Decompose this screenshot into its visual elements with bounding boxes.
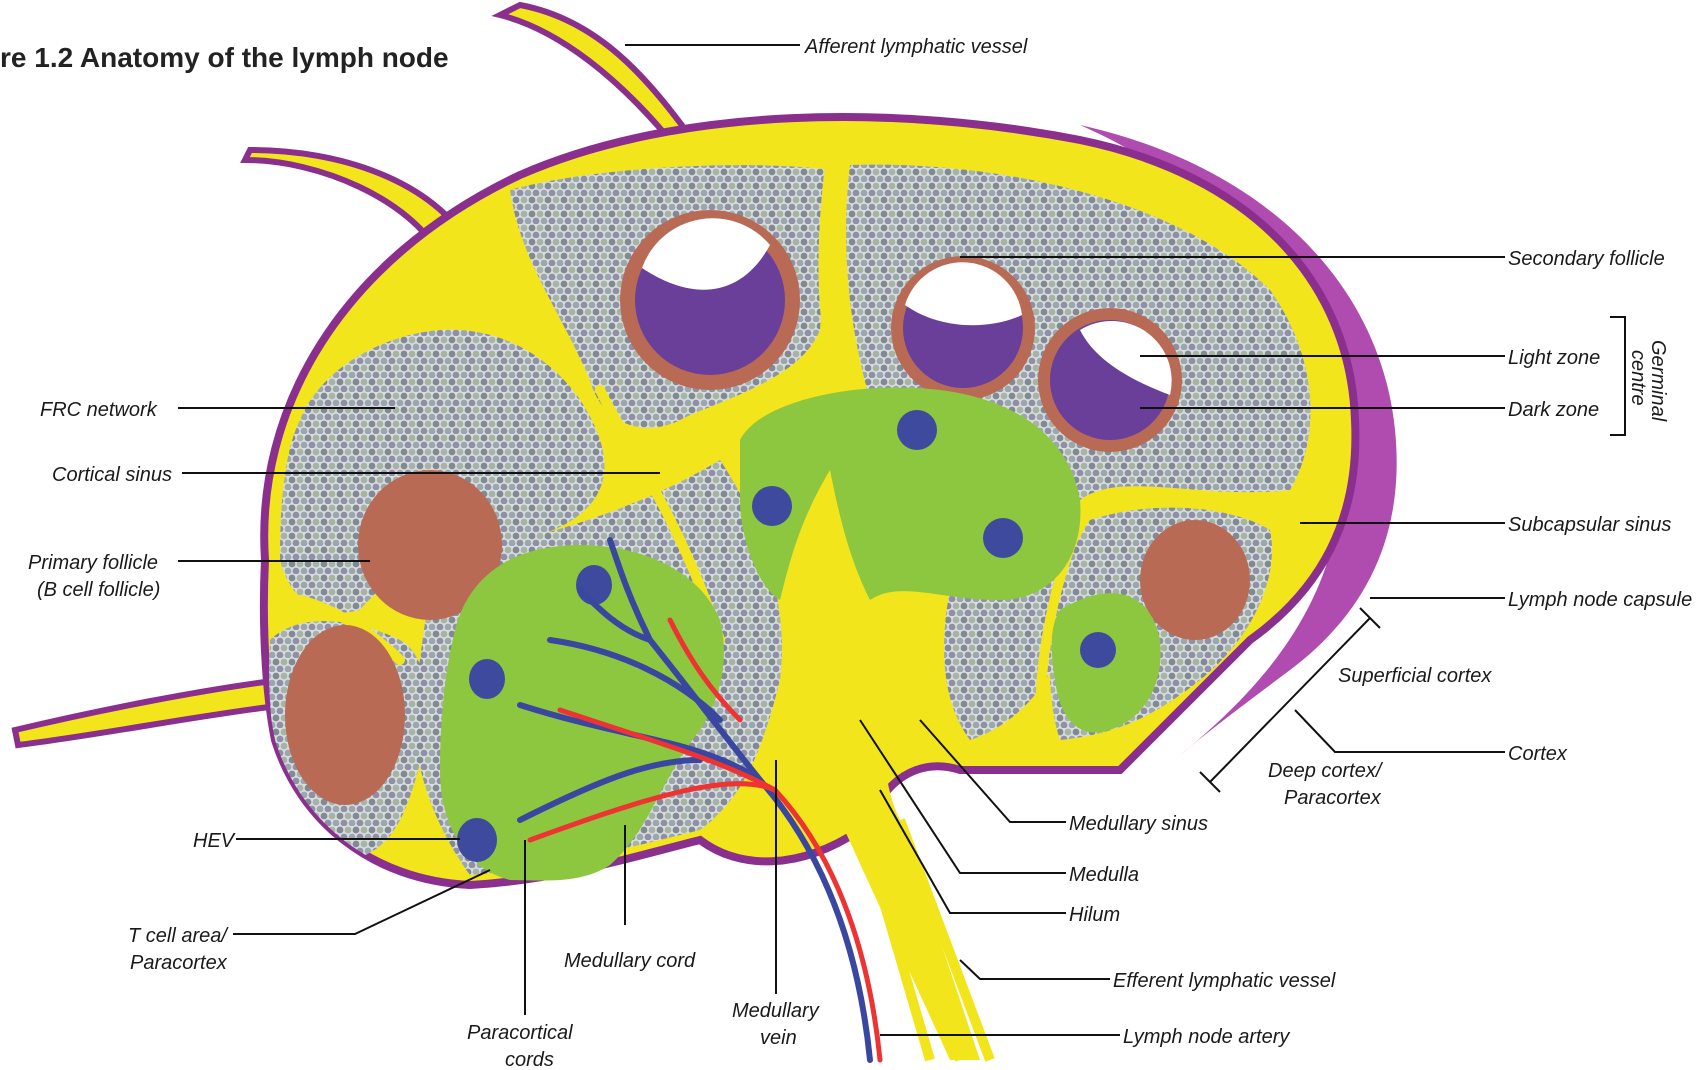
label-superficial-cortex: Superficial cortex [1338, 665, 1492, 687]
secondary-follicle-3 [1038, 308, 1182, 452]
label-subcapsular-sinus: Subcapsular sinus [1508, 514, 1671, 536]
label-secondary-follicle: Secondary follicle [1508, 248, 1665, 270]
primary-follicle-lower [285, 625, 405, 805]
label-efferent: Efferent lymphatic vessel [1113, 970, 1336, 992]
label-tcell-line2: Paracortex [130, 952, 228, 974]
primary-follicle-right [1140, 520, 1250, 640]
label-medulla: Medulla [1069, 864, 1139, 886]
label-germinal-line1: Germinal [1647, 340, 1669, 422]
label-hilum: Hilum [1069, 904, 1120, 926]
label-light-zone: Light zone [1508, 347, 1600, 369]
label-germinal-line2: centre [1627, 350, 1649, 406]
label-medullary-vein-line1: Medullary [732, 1000, 820, 1022]
label-artery: Lymph node artery [1123, 1026, 1290, 1048]
label-dark-zone: Dark zone [1508, 399, 1599, 421]
label-cortex: Cortex [1508, 743, 1568, 765]
label-deep-cortex-line2: Paracortex [1284, 787, 1382, 809]
label-afferent: Afferent lymphatic vessel [804, 36, 1028, 58]
label-paracortical-line2: cords [505, 1049, 554, 1070]
label-deep-cortex-line1: Deep cortex/ [1268, 760, 1384, 782]
label-primary-follicle-line2: (B cell follicle) [37, 579, 160, 601]
label-tcell-line1: T cell area/ [128, 925, 229, 947]
label-medullary-cord: Medullary cord [564, 950, 696, 972]
figure-title: re 1.2 Anatomy of the lymph node [0, 42, 449, 73]
label-cortical-sinus: Cortical sinus [52, 464, 172, 486]
label-medullary-vein-line2: vein [760, 1027, 797, 1049]
label-capsule: Lymph node capsule [1508, 589, 1692, 611]
secondary-follicle-1 [620, 210, 800, 390]
label-paracortical-line1: Paracortical [467, 1022, 573, 1044]
label-medullary-sinus: Medullary sinus [1069, 813, 1208, 835]
label-hev: HEV [193, 830, 236, 852]
label-primary-follicle-line1: Primary follicle [28, 552, 158, 574]
secondary-follicle-2 [891, 256, 1035, 400]
label-frc: FRC network [40, 399, 158, 421]
